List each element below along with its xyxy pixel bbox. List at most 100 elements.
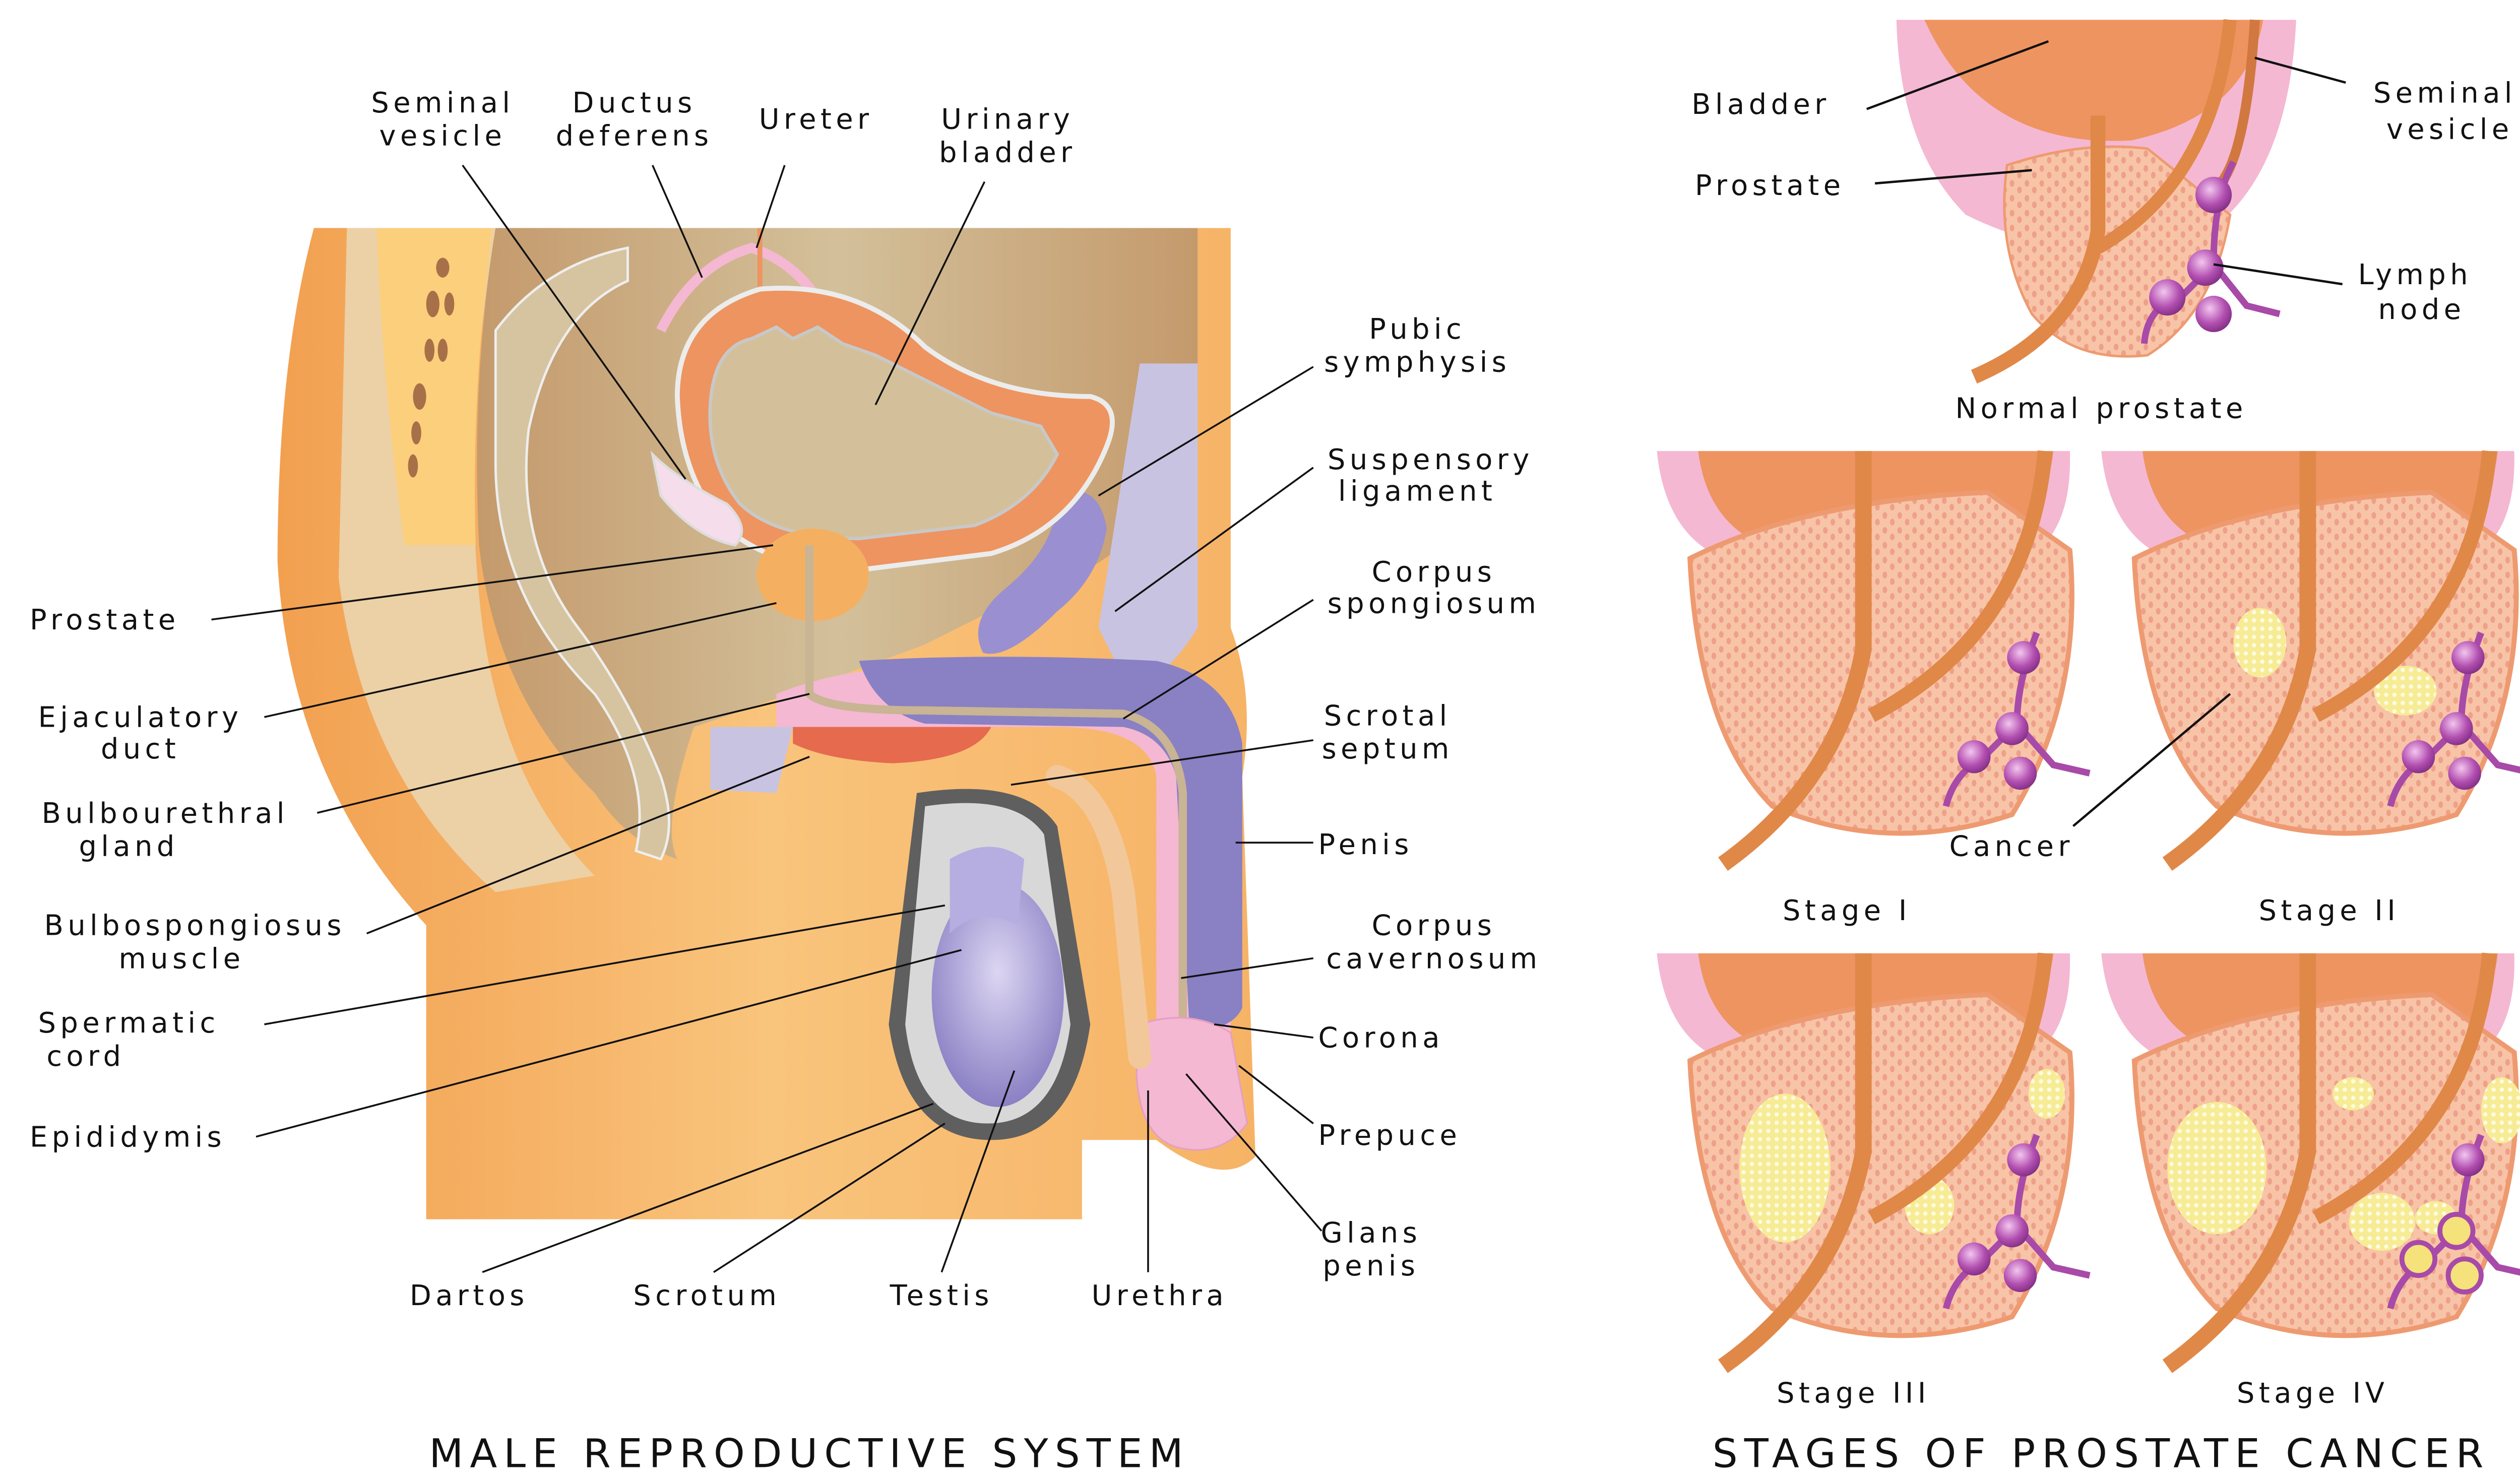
stage-4-illustration xyxy=(2101,952,2520,1373)
stage-panels xyxy=(1657,450,2520,1373)
left-panel-title: MALE REPRODUCTIVE SYSTEM xyxy=(429,1430,1189,1476)
cancer-region xyxy=(2167,1102,2266,1235)
label-glans-penis-1: Glans xyxy=(1321,1217,1422,1250)
lymph-node xyxy=(2451,641,2485,674)
epididymis xyxy=(950,847,1025,934)
cancer-region xyxy=(2349,1193,2415,1251)
label-pubic-symphysis-2: symphysis xyxy=(1324,346,1510,379)
cancer-region xyxy=(2233,608,2287,678)
label-testis: Testis xyxy=(890,1279,993,1312)
lymph-node xyxy=(1995,1214,2029,1248)
label-lymph-node-2: node xyxy=(2378,293,2465,326)
label-pubic-symphysis-1: Pubic xyxy=(1369,313,1466,346)
label-cancer: Cancer xyxy=(1949,830,2074,863)
left-leader-lines xyxy=(211,164,1322,1273)
cancer-region xyxy=(2481,1077,2520,1143)
label-bulbospongiosus-muscle-1: Bulbospongiosus xyxy=(44,910,346,942)
stage-lymph-node xyxy=(2387,1134,2520,1310)
ductus-deferens-loop xyxy=(656,242,831,333)
lymph-node xyxy=(1995,712,2029,745)
caption-stage-1: Stage I xyxy=(1783,894,1911,927)
label-scrotal-septum-2: septum xyxy=(1322,733,1454,765)
glans-penis xyxy=(1136,1017,1248,1151)
cancer-region xyxy=(2333,1077,2374,1111)
stage-urethra xyxy=(1718,953,1872,1373)
lymph-node xyxy=(2451,1143,2485,1177)
stage-lymph-node xyxy=(1942,1134,2091,1310)
cancer-region xyxy=(2028,1069,2065,1119)
lymph-node xyxy=(1957,740,1991,774)
label-scrotum: Scrotum xyxy=(633,1279,781,1312)
stage-1-illustration xyxy=(1657,450,2091,871)
lymph-node xyxy=(2003,756,2037,790)
lymph-node xyxy=(2402,740,2435,774)
label-suspensory-ligament-1: Suspensory xyxy=(1328,443,1534,476)
label-prostate-normal: Prostate xyxy=(1695,169,1845,202)
lymph-node xyxy=(2445,1256,2484,1295)
rectum xyxy=(494,246,670,861)
stage-lymph-node xyxy=(1942,631,2091,807)
stage-seminal-duct xyxy=(1868,450,2053,722)
label-dartos: Dartos xyxy=(410,1279,529,1312)
lymph-node-normal xyxy=(2140,160,2281,344)
lymph-node xyxy=(1957,1242,1991,1276)
stage-urethra xyxy=(2162,451,2316,871)
label-seminal-vesicle-normal-1: Seminal xyxy=(2373,77,2516,109)
label-spermatic-cord-2: cord xyxy=(46,1040,125,1073)
caption-stage-3: Stage III xyxy=(1777,1377,1930,1410)
label-seminal-vesicle-1: Seminal xyxy=(371,87,514,119)
male-reproductive-illustration xyxy=(277,228,1256,1219)
label-scrotal-septum-1: Scrotal xyxy=(1324,699,1452,732)
caption-normal-prostate: Normal prostate xyxy=(1955,393,2247,425)
stage-lymph-node xyxy=(2387,631,2520,807)
stage-urethra xyxy=(2162,953,2316,1373)
label-urinary-bladder-1: Urinary xyxy=(941,103,1074,136)
cancer-region xyxy=(2373,666,2437,716)
lymph-node xyxy=(2440,712,2473,745)
label-suspensory-ligament-2: ligament xyxy=(1338,475,1496,507)
perineal-lavender xyxy=(710,727,793,793)
label-ejaculatory-duct-1: Ejaculatory xyxy=(38,701,243,734)
label-bulbourethral-gland-1: Bulbourethral xyxy=(42,797,289,830)
cancer-region xyxy=(1739,1093,1831,1243)
testis xyxy=(931,882,1064,1107)
label-seminal-vesicle-2: vesicle xyxy=(380,120,507,153)
label-corpus-cavernosum-1: Corpus xyxy=(1372,910,1496,942)
stage-2-illustration xyxy=(2101,450,2520,871)
stage-3-illustration xyxy=(1657,952,2091,1373)
corpus-cavernosum xyxy=(859,657,1242,1028)
label-corpus-cavernosum-2: cavernosum xyxy=(1326,942,1541,975)
label-epididymis: Epididymis xyxy=(30,1121,226,1153)
label-bulbospongiosus-muscle-2: muscle xyxy=(118,942,244,975)
label-ductus-deferens-2: deferens xyxy=(556,120,713,153)
stage-seminal-duct xyxy=(2312,952,2497,1225)
pubic-bone xyxy=(978,491,1107,654)
lymph-node xyxy=(2007,1143,2040,1177)
lymph-node xyxy=(2003,1259,2037,1292)
label-urinary-bladder-2: bladder xyxy=(939,136,1077,169)
label-prepuce: Prepuce xyxy=(1318,1119,1462,1152)
label-glans-penis-2: penis xyxy=(1322,1250,1419,1282)
label-corpus-spongiosum-2: spongiosum xyxy=(1328,587,1541,620)
pubic-region xyxy=(1098,363,1198,681)
right-panel-title: STAGES OF PROSTATE CANCER xyxy=(1713,1430,2490,1476)
lymph-node xyxy=(2437,1211,2476,1250)
seminal-duct-normal xyxy=(2095,19,2237,254)
label-ductus-deferens-1: Ductus xyxy=(573,87,697,119)
label-ureter: Ureter xyxy=(759,103,873,136)
